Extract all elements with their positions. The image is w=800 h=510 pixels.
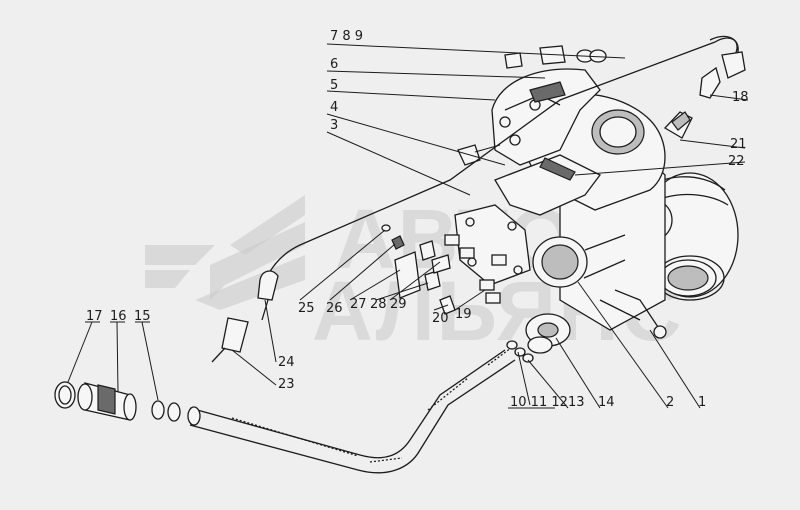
seal-ring-17 (54, 381, 76, 409)
turbocharger-assembly (454, 68, 739, 339)
bushing-29 (431, 254, 451, 274)
callout-5: 5 (330, 78, 338, 93)
bushing-19 (479, 279, 495, 291)
callout-3: 3 (330, 118, 338, 133)
callout-28: 28 (370, 297, 387, 312)
callout-2: 2 (666, 395, 674, 410)
callout-7-8-9: 7 8 9 (330, 29, 363, 44)
callout-14: 14 (598, 395, 615, 410)
bushing-a (444, 234, 460, 246)
watermark-logo (145, 195, 305, 310)
callout-18: 18 (732, 90, 749, 105)
callout-16: 16 (110, 309, 127, 324)
callout-25: 25 (298, 301, 315, 316)
callout-21: 21 (730, 137, 747, 152)
seal-25 (381, 224, 391, 232)
oil-drain-hose (189, 313, 571, 474)
callout-1: 1 (698, 395, 706, 410)
elbow-fitting-24 (257, 270, 279, 301)
clamp-27 (394, 251, 421, 299)
drain-fittings (54, 381, 201, 426)
callout-23: 23 (278, 377, 295, 392)
callout-6: 6 (330, 57, 338, 72)
support-bracket (494, 154, 601, 216)
callout-26: 26 (326, 301, 343, 316)
seal-ring-15 (151, 400, 165, 420)
callout-24: 24 (278, 355, 295, 370)
bolt-22 (539, 157, 576, 181)
callout-29: 29 (390, 297, 407, 312)
callout-27: 27 (350, 297, 367, 312)
washer-28 (424, 270, 441, 291)
callout-17: 17 (86, 309, 103, 324)
leader-lines (67, 43, 749, 409)
spring-26 (391, 235, 405, 250)
callout-13: 13 (568, 395, 585, 410)
bolt-7 (504, 52, 523, 69)
callout-22: 22 (728, 154, 745, 169)
callout-20: 20 (432, 311, 449, 326)
callout-10-11-12: 10 11 12 (510, 395, 568, 410)
small-hardware (381, 224, 507, 315)
pipe-fitting-18 (699, 66, 721, 99)
callout-15: 15 (134, 309, 151, 324)
connector-23 (221, 317, 249, 353)
oil-feed-pipe (211, 35, 746, 363)
callout-19: 19 (455, 307, 472, 322)
callout-4: 4 (330, 100, 338, 115)
